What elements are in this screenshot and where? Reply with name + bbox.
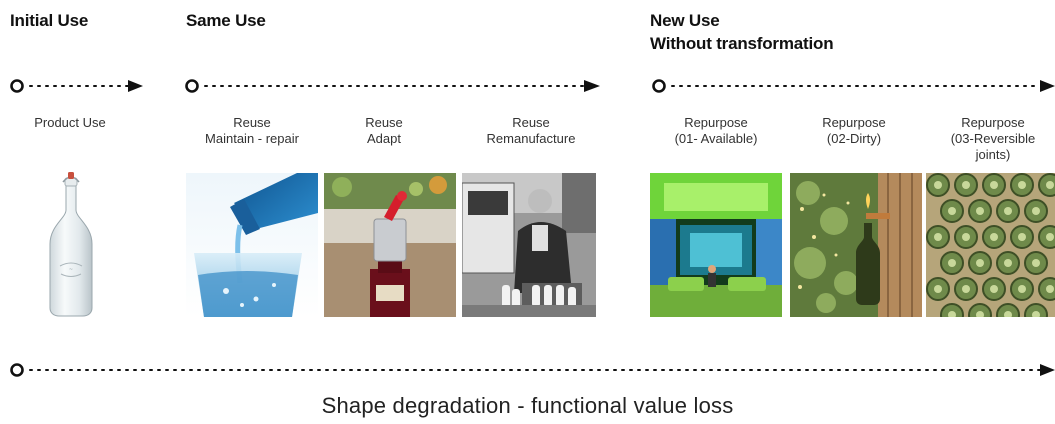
arrow-initial [10,79,143,93]
label-line: Product Use [34,115,106,130]
label-product-use: Product Use [22,115,118,131]
label-adapt: Reuse Adapt [332,115,436,147]
label-line: (01- Available) [674,131,758,146]
stage-heading-same-use: Same Use [186,11,266,31]
label-line: Reuse [233,115,271,130]
label-line: (02-Dirty) [826,131,882,146]
label-line: Maintain - repair [205,131,299,146]
bottom-axis-title: Shape degradation - functional value los… [321,393,734,418]
label-line: Repurpose [961,115,1025,130]
arrow-same-use [185,79,600,93]
svg-text:~: ~ [69,267,73,273]
label-repurpose-reversible: Repurpose (03-Reversible joints) [934,115,1052,163]
heading-line: Same Use [186,11,266,30]
arrow-bottom [10,363,1055,377]
heading-line: Initial Use [10,11,89,30]
bottle-lamp-photo [790,173,922,317]
stage-heading-new-use: New Use Without transformation [650,11,834,54]
heading-line: Without transformation [650,34,834,53]
label-line: Adapt [367,131,401,146]
label-repurpose-dirty: Repurpose (02-Dirty) [790,115,918,147]
water-pouring-photo [186,173,318,317]
label-maintain-repair: Reuse Maintain - repair [186,115,318,147]
label-line: Remanufacture [486,131,576,146]
label-repurpose-available: Repurpose (01- Available) [650,115,782,147]
heading-line: New Use [650,11,720,30]
stage-heading-initial-use: Initial Use [10,11,88,31]
label-remanufacture: Reuse Remanufacture [462,115,600,147]
arrow-new-use [652,79,1055,93]
label-line: (03-Reversible [950,131,1036,146]
label-line: Reuse [365,115,403,130]
label-line: Repurpose [822,115,886,130]
glass-bottle-icon: ~ [44,170,98,318]
milkman-photo [462,173,596,317]
wine-stopper-photo [324,173,456,317]
label-line: Reuse [512,115,550,130]
label-line: joints) [975,147,1011,162]
bottle-wall-photo [926,173,1055,317]
green-room-photo [650,173,782,317]
label-line: Repurpose [684,115,748,130]
